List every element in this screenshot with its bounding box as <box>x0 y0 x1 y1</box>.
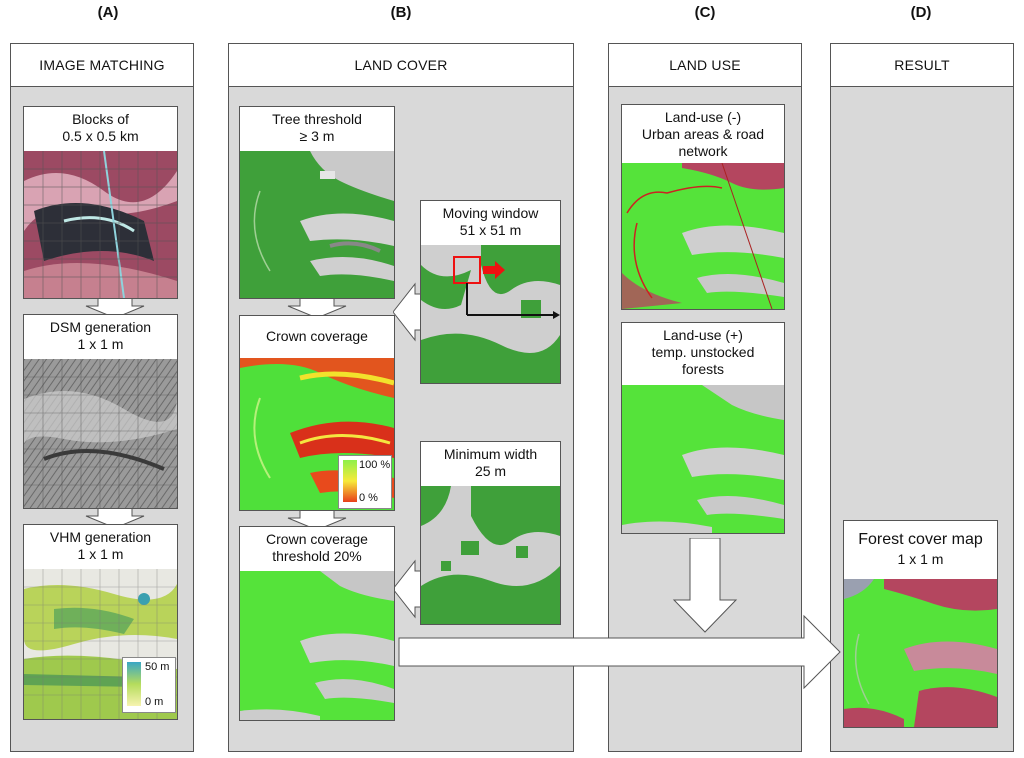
vhm-legend-gradient <box>127 662 141 706</box>
down-arrow-b1 <box>287 298 347 319</box>
panel-crown-title: Crown coverage <box>266 328 368 344</box>
panel-crown-thr-title-line1: Crown coverage <box>266 531 368 547</box>
panel-crown-threshold: Crown coverage threshold 20% <box>239 526 395 721</box>
panel-tree-title-line2: ≥ 3 m <box>299 128 335 144</box>
panel-land-use-plus: Land-use (+) temp. unstocked forests <box>621 322 785 534</box>
minimum-width-image <box>421 486 560 624</box>
panel-vhm: VHM generation 1 x 1 m 50 m 0 m <box>23 524 178 720</box>
column-letter-c: (C) <box>694 4 716 21</box>
panel-crown-coverage: Crown coverage 100 % 0 % <box>239 315 395 511</box>
panel-landuse-minus-line2: Urban areas & road <box>641 126 765 142</box>
column-header-land-cover: LAND COVER <box>228 43 574 87</box>
panel-minimum-width: Minimum width 25 m <box>420 441 561 625</box>
land-use-plus-image <box>622 385 784 533</box>
panel-tree-threshold: Tree threshold ≥ 3 m <box>239 106 395 299</box>
panel-vhm-title-line2: 1 x 1 m <box>77 546 124 562</box>
forest-cover-map-image <box>844 579 997 727</box>
vhm-legend-min: 0 m <box>145 696 164 708</box>
down-arrow-a1 <box>85 298 145 319</box>
panel-forest-cover-map: Forest cover map 1 x 1 m <box>843 520 998 728</box>
crown-threshold-image <box>240 571 394 720</box>
left-arrow-moving-window <box>393 282 423 342</box>
crown-coverage-image <box>240 358 394 510</box>
panel-moving-title-line2: 51 x 51 m <box>459 222 522 238</box>
crown-legend-min: 0 % <box>359 492 378 504</box>
column-header-image-matching: IMAGE MATCHING <box>10 43 194 87</box>
column-letter-b: (B) <box>390 4 412 21</box>
panel-moving-title-line1: Moving window <box>442 205 539 221</box>
panel-landuse-minus-line3: network <box>678 143 728 159</box>
panel-land-use-minus: Land-use (-) Urban areas & road network <box>621 104 785 310</box>
panel-moving-window: Moving window 51 x 51 m <box>420 200 561 384</box>
arrow-to-forest-map <box>398 614 841 690</box>
vhm-legend: 50 m 0 m <box>122 657 176 713</box>
panel-landuse-plus-line1: Land-use (+) <box>663 327 743 343</box>
down-arrow-b2 <box>287 510 347 531</box>
panel-tree-title-line1: Tree threshold <box>272 111 362 127</box>
down-arrow-land-use <box>672 538 738 633</box>
land-use-minus-image <box>622 163 784 309</box>
column-header-result: RESULT <box>830 43 1014 87</box>
crown-legend-max: 100 % <box>359 459 391 471</box>
column-header-land-use: LAND USE <box>608 43 802 87</box>
crown-legend-gradient <box>343 460 357 502</box>
panel-forest-title-line1: Forest cover map <box>858 531 983 548</box>
panel-dsm: DSM generation 1 x 1 m <box>23 314 178 509</box>
panel-dsm-title-line1: DSM generation <box>49 319 152 335</box>
panel-landuse-plus-line2: temp. unstocked <box>651 344 755 360</box>
down-arrow-a2 <box>85 508 145 529</box>
panel-forest-title-line2: 1 x 1 m <box>897 551 944 567</box>
panel-blocks: Blocks of 0.5 x 0.5 km <box>23 106 178 299</box>
moving-window-image <box>421 245 560 383</box>
panel-crown-thr-title-line2: threshold 20% <box>272 548 362 564</box>
panel-blocks-title-line2: 0.5 x 0.5 km <box>62 128 139 144</box>
panel-landuse-minus-line1: Land-use (-) <box>664 109 742 125</box>
panel-blocks-title-line1: Blocks of <box>72 111 129 127</box>
vhm-legend-max: 50 m <box>145 661 170 673</box>
left-arrow-minimum-width <box>393 559 423 619</box>
moving-direction-arrow <box>483 261 505 279</box>
panel-dsm-title-line2: 1 x 1 m <box>77 336 124 352</box>
panel-vhm-title-line1: VHM generation <box>49 529 152 545</box>
dsm-hillshade-image <box>24 359 177 508</box>
blocks-orthoimage <box>24 151 177 298</box>
panel-minwidth-title-line1: Minimum width <box>443 446 538 462</box>
panel-landuse-plus-line3: forests <box>681 361 724 377</box>
panel-minwidth-title-line2: 25 m <box>474 463 507 479</box>
crown-legend: 100 % 0 % <box>338 455 392 509</box>
column-letter-d: (D) <box>910 4 932 21</box>
tree-threshold-image <box>240 151 394 298</box>
column-letter-a: (A) <box>97 4 119 21</box>
